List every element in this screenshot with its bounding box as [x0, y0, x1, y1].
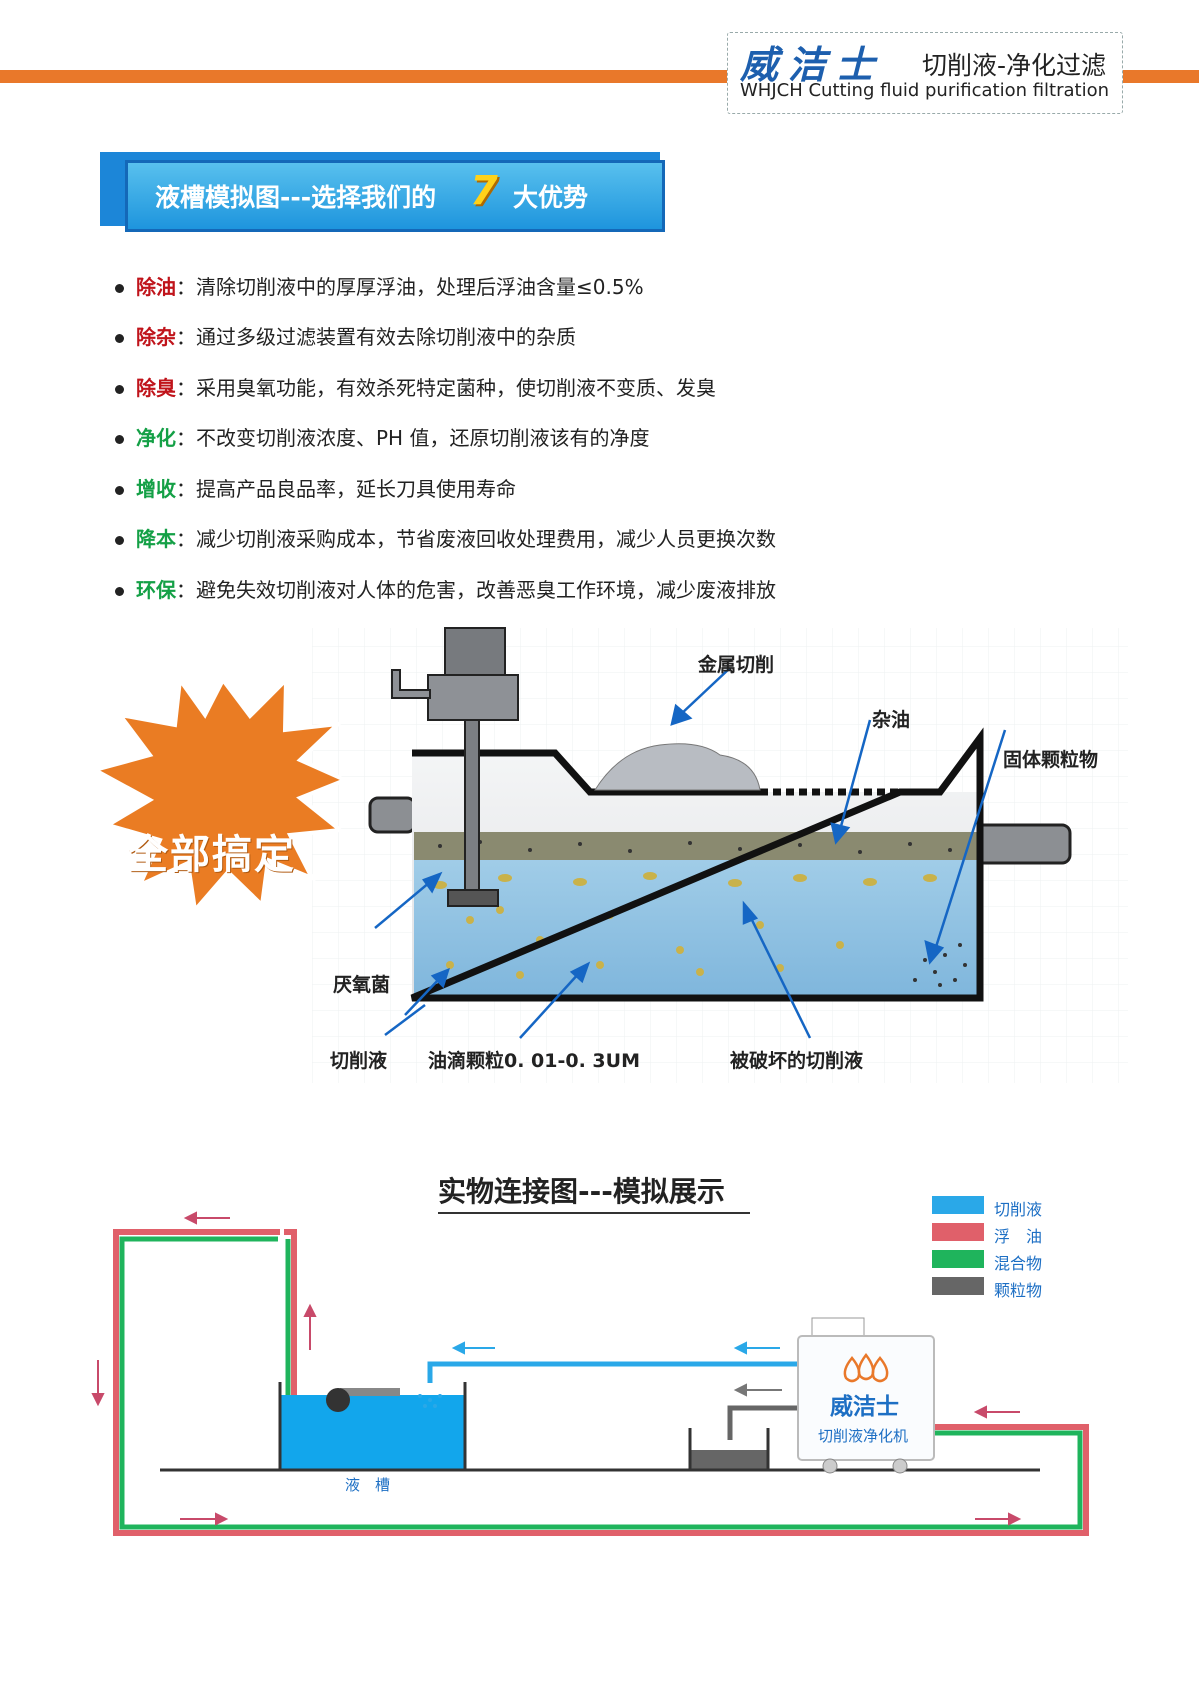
machine-wheel: [822, 1458, 838, 1474]
advantage-key: 降本: [136, 527, 176, 551]
label-anaerobic: 厌氧菌: [333, 974, 391, 996]
clean-fluid-pipe: [427, 1361, 850, 1383]
solid-particles: [913, 943, 967, 987]
outlet-pipe: [968, 823, 1072, 865]
oil-layer: [414, 832, 980, 860]
advantage-key: 增收: [136, 477, 176, 501]
machine-name: 切削液净化机: [818, 1427, 909, 1445]
spray-icon: [418, 1394, 442, 1408]
section-banner: [125, 160, 665, 232]
list-item: 除杂：通过多级过滤装置有效去除切削液中的杂质: [115, 321, 576, 350]
list-item: 除臭：采用臭氧功能，有效杀死特定菌种，使切削液不变质、发臭: [115, 372, 716, 401]
tank-label: 液 槽: [345, 1476, 391, 1494]
legend-label: 浮 油: [994, 1227, 1043, 1246]
machine-wheel: [892, 1458, 908, 1474]
list-item: 环保：避免失效切削液对人体的危害，改善恶臭工作环境，减少废液排放: [115, 574, 776, 603]
advantage-key: 除油: [136, 275, 176, 299]
starburst-badge: [89, 674, 351, 915]
pointer-arrows: [374, 667, 1007, 1039]
label-damaged-fluid: 被破坏的切削液: [730, 1050, 864, 1072]
legend-label: 混合物: [994, 1254, 1043, 1273]
legend-label: 颗粒物: [994, 1281, 1043, 1300]
legend-swatch-particles: [932, 1277, 984, 1295]
mixer-impeller: [447, 889, 499, 907]
mixer-shaft: [464, 719, 480, 891]
skimmer-bar: [340, 1388, 400, 1396]
starburst-text: 全部搞定: [128, 832, 296, 878]
bullet-icon: [115, 587, 124, 596]
advantage-key: 除臭: [136, 376, 176, 400]
advantage-key: 除杂: [136, 325, 176, 349]
legend-swatch-mixture: [932, 1250, 984, 1268]
banner-number: 7: [470, 168, 498, 214]
legend-swatch-fluid: [932, 1196, 984, 1214]
machine-top: [811, 1317, 865, 1337]
mixer-handle: [391, 669, 431, 699]
brand-drops-icon: [843, 1352, 889, 1383]
bullet-icon: [115, 385, 124, 394]
connection-diagram-title: 实物连接图---模拟展示: [438, 1175, 725, 1208]
advantage-desc: 不改变切削液浓度、PH 值，还原切削液该有的净度: [196, 426, 650, 450]
inlet-pipe: [368, 796, 417, 834]
list-item: 净化：不改变切削液浓度、PH 值，还原切削液该有的净度: [115, 422, 649, 451]
purification-machine: [797, 1335, 935, 1461]
bullet-icon: [115, 284, 124, 293]
mixer-motor: [444, 627, 506, 679]
label-cutting-fluid: 切削液: [330, 1050, 388, 1072]
mixture-loop-pipe: [119, 1236, 1083, 1530]
label-oil-droplets: 油滴颗粒0. 01-0. 3UM: [428, 1050, 640, 1072]
particle-flow-arrow: [733, 1383, 782, 1397]
banner-title-part2: 大优势: [513, 183, 589, 212]
fluid-flow-arrows: [451, 1341, 780, 1355]
fluid-tank: [280, 1395, 465, 1470]
logo-box: [727, 32, 1123, 114]
connection-diagram: [91, 1196, 1089, 1536]
advantage-desc: 清除切削液中的厚厚浮油，处理后浮油含量≤0.5%: [196, 275, 644, 299]
float-skimmer-icon: [326, 1388, 350, 1412]
advantage-desc: 减少切削液采购成本，节省废液回收处理费用，减少人员更换次数: [196, 527, 776, 551]
banner-title-part1: 液槽模拟图---选择我们的: [155, 183, 437, 212]
advantage-desc: 避免失效切削液对人体的危害，改善恶臭工作环境，减少废液排放: [196, 578, 776, 602]
bullet-icon: [115, 435, 124, 444]
advantage-key: 净化: [136, 426, 176, 450]
legend-swatch-oil: [932, 1223, 984, 1241]
label-metal-chips: 金属切削: [698, 654, 775, 676]
sludge-bin: [690, 1450, 768, 1470]
logo-script: 威洁士: [740, 42, 885, 87]
tank-diagram: [89, 627, 1128, 1083]
title-underline: [438, 1212, 750, 1214]
metal-chips-pile: [594, 743, 761, 791]
machine-brand: 威洁士: [830, 1394, 899, 1420]
sludge-bin-outline: [688, 1428, 770, 1472]
list-item: 降本：减少切削液采购成本，节省废液回收处理费用，减少人员更换次数: [115, 523, 776, 552]
bullet-icon: [115, 486, 124, 495]
oil-loop-pipe: [113, 1229, 1089, 1536]
label-tramp-oil: 杂油: [872, 709, 911, 731]
particle-pipe: [727, 1405, 820, 1440]
advantage-desc: 通过多级过滤装置有效去除切削液中的杂质: [196, 325, 576, 349]
fluid-tank-outline: [278, 1382, 467, 1472]
logo-tagline-en: WHJCH Cutting fluid purification filtrat…: [740, 80, 1110, 101]
label-solid-particles: 固体颗粒物: [1003, 749, 1099, 771]
advantage-desc: 提高产品良品率，延长刀具使用寿命: [196, 477, 516, 501]
bullet-icon: [115, 536, 124, 545]
logo-tagline-cn: 切削液-净化过滤: [922, 51, 1107, 80]
mixer-housing: [427, 674, 519, 721]
advantage-key: 环保: [136, 578, 176, 602]
oil-flow-arrows: [91, 1211, 1022, 1526]
list-item: 除油：清除切削液中的厚厚浮油，处理后浮油含量≤0.5%: [115, 271, 644, 300]
advantage-desc: 采用臭氧功能，有效杀死特定菌种，使切削液不变质、发臭: [196, 376, 716, 400]
legend-label: 切削液: [994, 1200, 1043, 1219]
bullet-icon: [115, 334, 124, 343]
tank-outline: [410, 727, 984, 1002]
list-item: 增收：提高产品良品率，延长刀具使用寿命: [115, 473, 516, 502]
